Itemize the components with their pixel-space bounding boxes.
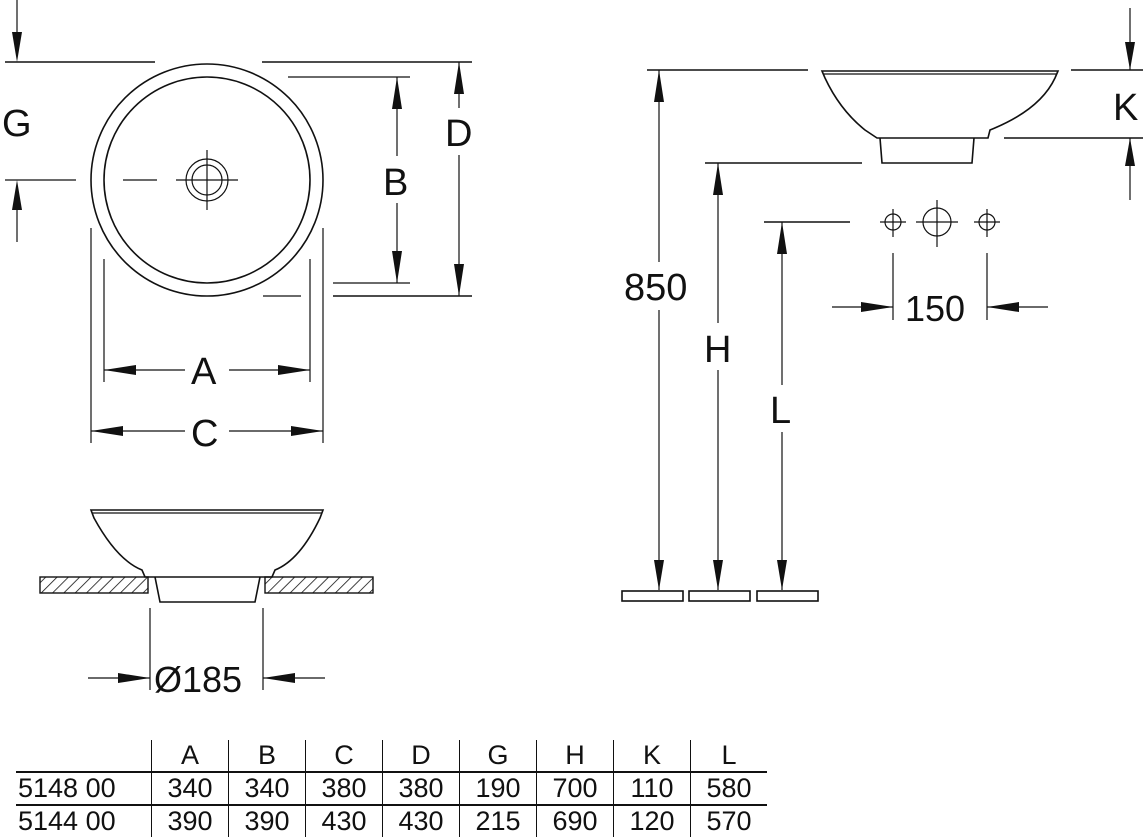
basin-side-profile xyxy=(820,70,1060,139)
label-a: A xyxy=(191,351,217,393)
table-header-cell: H xyxy=(536,740,614,772)
model-number: 5148 00 xyxy=(16,771,152,805)
label-h: H xyxy=(704,329,731,371)
label-drain-diameter: Ø185 xyxy=(154,659,242,700)
table-header-model xyxy=(16,740,152,772)
label-k: K xyxy=(1113,87,1138,129)
table-cell: 215 xyxy=(459,804,537,837)
table-cell: 430 xyxy=(382,804,460,837)
drain-spout xyxy=(154,576,261,603)
table-row: 5148 00 340 340 380 380 190 700 110 580 xyxy=(16,771,767,805)
table-cell: 430 xyxy=(305,804,383,837)
table-cell: 690 xyxy=(536,804,614,837)
table-cell: 120 xyxy=(613,804,691,837)
table-header-cell: C xyxy=(305,740,383,772)
table-cell: 190 xyxy=(459,771,537,805)
countertop-left xyxy=(39,576,149,594)
table-header-cell: D xyxy=(382,740,460,772)
floor-block xyxy=(756,590,819,602)
table-cell: 380 xyxy=(305,771,383,805)
label-g: G xyxy=(2,103,32,145)
label-850: 850 xyxy=(624,267,687,309)
drain-icon xyxy=(176,150,238,210)
basin-outer-rim xyxy=(90,63,324,297)
basin-foot xyxy=(879,137,975,164)
label-d: D xyxy=(445,113,472,155)
top-view: G D B xyxy=(2,0,472,455)
table-cell: 340 xyxy=(151,771,229,805)
dimension-g: G xyxy=(2,0,155,242)
table-header-cell: K xyxy=(613,740,691,772)
countertop-right xyxy=(264,576,374,594)
tap-hole-center-icon xyxy=(916,200,958,247)
dimension-d: D xyxy=(262,61,472,297)
dimension-b: B xyxy=(288,76,410,284)
table-row: 5144 00 390 390 430 430 215 690 120 570 xyxy=(16,804,767,837)
table-header-cell: A xyxy=(151,740,229,772)
tap-hole-right-icon xyxy=(974,209,1000,237)
label-l: L xyxy=(770,390,791,432)
table-header-row: A B C D G H K L xyxy=(16,740,767,772)
table-cell: 110 xyxy=(613,771,691,805)
label-150: 150 xyxy=(905,288,965,329)
floor-block xyxy=(621,590,684,602)
dimensions-table: A B C D G H K L 5148 00 340 340 380 380 … xyxy=(16,740,767,837)
table-cell: 570 xyxy=(690,804,767,837)
table-header-cell: B xyxy=(228,740,306,772)
table-header-cell: G xyxy=(459,740,537,772)
elevation-view: K 850 H L xyxy=(621,8,1143,602)
table-cell: 700 xyxy=(536,771,614,805)
label-c: C xyxy=(191,413,218,455)
basin-profile xyxy=(89,509,325,578)
floor-block xyxy=(688,590,751,602)
tap-hole-left-icon xyxy=(880,209,906,237)
basin-inner-rim xyxy=(103,76,311,284)
table-cell: 580 xyxy=(690,771,767,805)
dimension-c: C xyxy=(90,228,324,455)
table-header-cell: L xyxy=(690,740,767,772)
dimension-a: A xyxy=(103,259,311,393)
model-number: 5144 00 xyxy=(16,804,152,837)
table-cell: 390 xyxy=(151,804,229,837)
table-cell: 340 xyxy=(228,771,306,805)
table-cell: 380 xyxy=(382,771,460,805)
label-b: B xyxy=(383,162,408,204)
section-view: Ø185 xyxy=(39,509,374,700)
table-cell: 390 xyxy=(228,804,306,837)
